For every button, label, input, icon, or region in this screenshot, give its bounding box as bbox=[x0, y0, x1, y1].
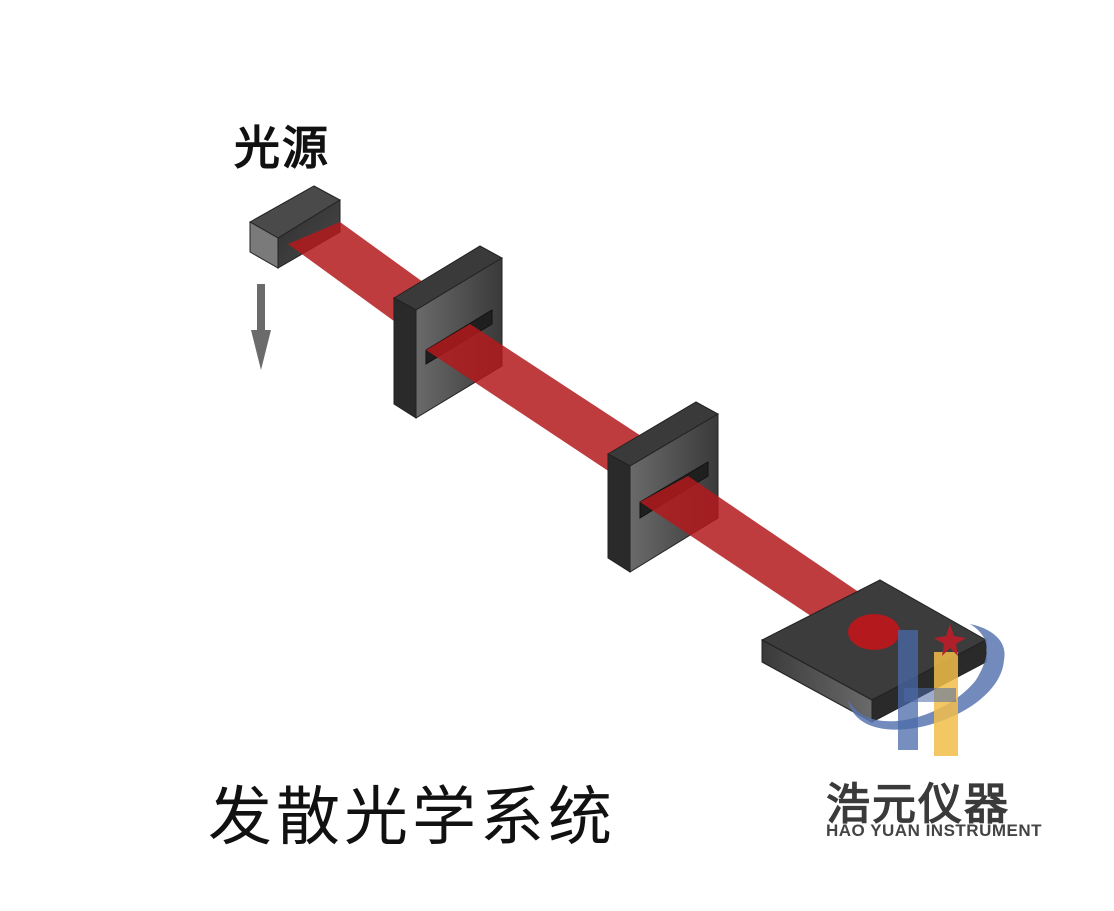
diagram-caption: 发散光学系统 bbox=[208, 781, 616, 855]
slit-block-1 bbox=[392, 245, 504, 419]
logo-name-en: HAO YUAN INSTRUMENT bbox=[826, 821, 1043, 840]
light-source-label: 光源 bbox=[234, 121, 330, 175]
logo-name-cn: 浩元仪器 bbox=[826, 779, 1010, 830]
star-icon bbox=[934, 624, 966, 656]
light-source-block bbox=[248, 185, 342, 269]
down-arrow-icon bbox=[251, 284, 271, 370]
light-spot bbox=[848, 614, 900, 650]
haoyuan-logo-mark bbox=[848, 624, 1005, 756]
